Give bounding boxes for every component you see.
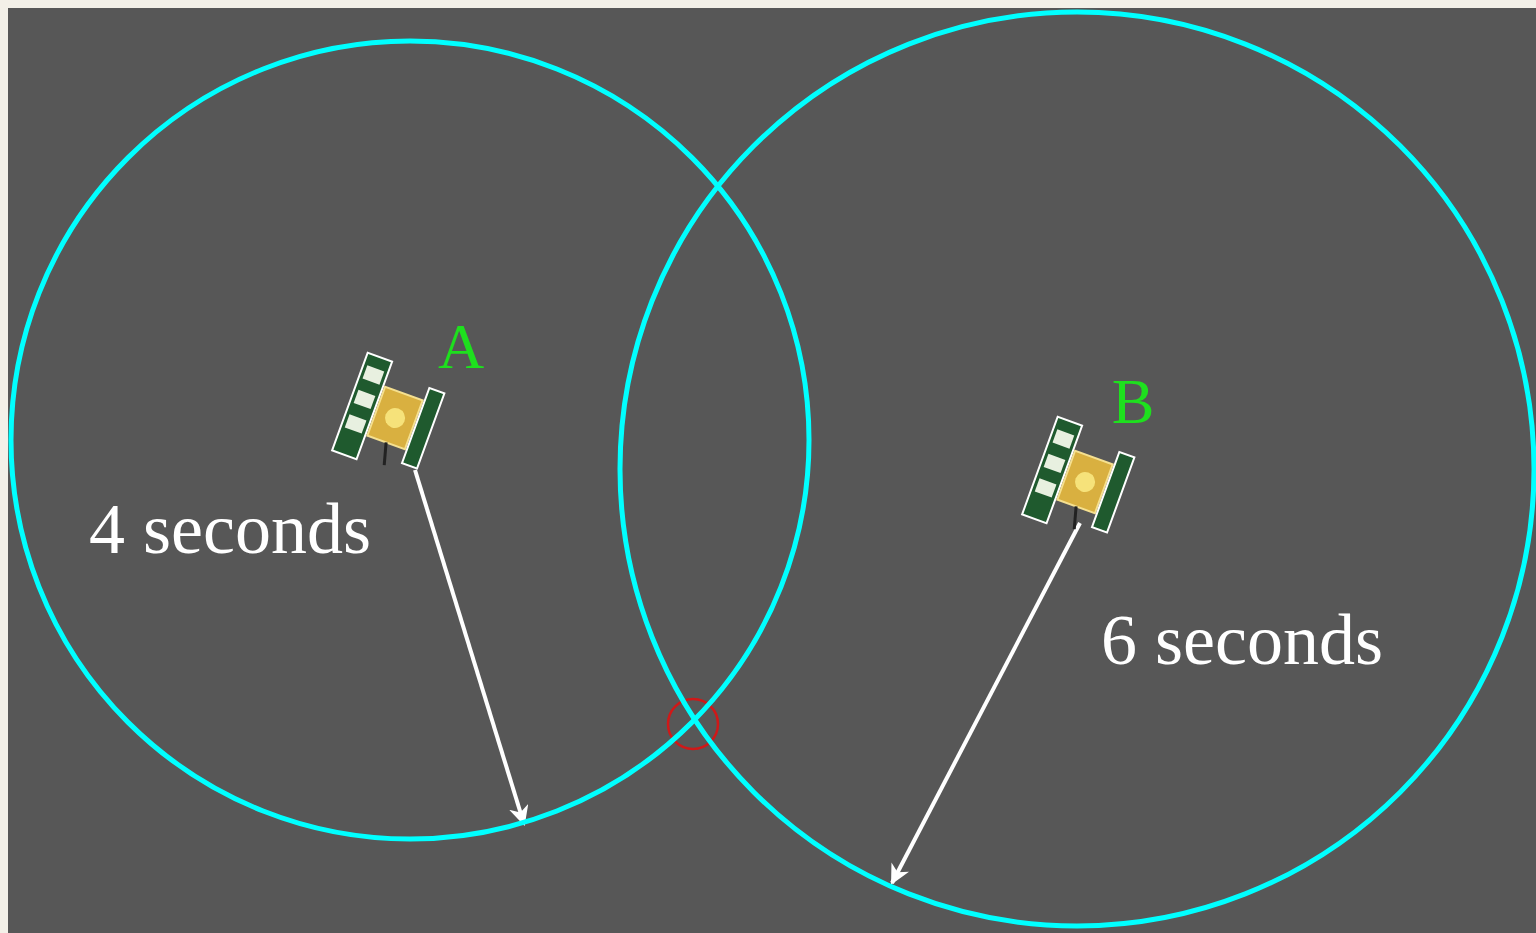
circle-outline (11, 41, 809, 839)
range-circle: B 6 seconds (618, 10, 1536, 928)
time-label: 4 seconds (89, 493, 371, 565)
circle-outline (620, 12, 1534, 926)
background (8, 8, 1536, 933)
time-label: 6 seconds (1101, 604, 1383, 676)
circle-outline (618, 10, 1536, 928)
satellite-letter: A (438, 315, 484, 379)
satellite-icon (332, 353, 448, 480)
radius-arrow (415, 470, 524, 824)
satellite-letter: B (1112, 370, 1155, 434)
circle-outline (9, 39, 811, 841)
satellite-icon (1022, 417, 1138, 544)
range-circle: A 4 seconds (9, 39, 811, 841)
radius-arrow (892, 523, 1080, 883)
